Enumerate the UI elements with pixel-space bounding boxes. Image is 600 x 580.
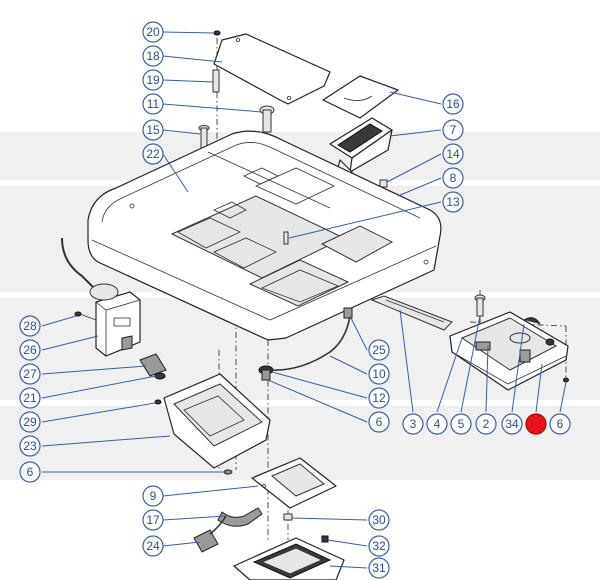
callout-label: 32 xyxy=(372,539,386,553)
callout-label: 18 xyxy=(146,49,160,63)
main-housing xyxy=(87,130,442,341)
part-23-tray xyxy=(163,373,271,475)
callout-24[interactable]: 24 xyxy=(142,535,164,557)
callout-label: 20 xyxy=(146,25,160,39)
callout-label: 7 xyxy=(450,123,457,137)
callout-label: 10 xyxy=(372,367,386,381)
callout-29[interactable]: 29 xyxy=(19,411,41,433)
callout-label: 17 xyxy=(146,513,160,527)
callout-label: 6 xyxy=(376,415,383,429)
callout-label: 5 xyxy=(458,417,465,431)
callout-25[interactable]: 25 xyxy=(368,339,390,361)
callout-19[interactable]: 19 xyxy=(142,69,164,91)
callout-20[interactable]: 20 xyxy=(142,21,164,43)
part-16-panel xyxy=(322,75,399,119)
callout-label: 8 xyxy=(450,171,457,185)
part-26-control-box xyxy=(89,283,141,357)
part-19-pin xyxy=(212,69,220,93)
callout-12[interactable]: 12 xyxy=(368,387,390,409)
callout-1-highlighted[interactable]: 1 xyxy=(525,413,547,435)
callout-10[interactable]: 10 xyxy=(368,363,390,385)
callout-label: 11 xyxy=(147,97,160,111)
callout-label: 6 xyxy=(27,465,34,479)
callout-label: 12 xyxy=(372,391,386,405)
callout-4[interactable]: 4 xyxy=(426,413,448,435)
callout-27[interactable]: 27 xyxy=(19,363,41,385)
callout-28[interactable]: 28 xyxy=(19,315,41,337)
part-25-wiring xyxy=(267,307,353,371)
callout-11[interactable]: 11 xyxy=(142,93,164,115)
callout-6-right[interactable]: 6 xyxy=(549,413,571,435)
callout-23[interactable]: 23 xyxy=(19,435,41,457)
callout-label: 15 xyxy=(146,123,160,137)
callout-6-left[interactable]: 6 xyxy=(19,461,41,483)
callout-34[interactable]: 34 xyxy=(501,413,523,435)
part-9-panel xyxy=(251,457,337,509)
callout-label: 21 xyxy=(23,391,37,405)
callout-label: 23 xyxy=(23,439,37,453)
part-12-connector xyxy=(258,365,274,381)
callout-label: 14 xyxy=(446,147,460,161)
callout-3[interactable]: 3 xyxy=(402,413,424,435)
callouts: 20 18 19 11 15 22 16 7 xyxy=(19,21,571,579)
leader-lines xyxy=(41,31,567,569)
callout-label: 6 xyxy=(557,417,564,431)
callout-18[interactable]: 18 xyxy=(142,45,164,67)
callout-9[interactable]: 9 xyxy=(142,485,164,507)
callout-label: 24 xyxy=(146,539,160,553)
callout-13[interactable]: 13 xyxy=(442,191,464,213)
callout-14[interactable]: 14 xyxy=(442,143,464,165)
callout-6-center[interactable]: 6 xyxy=(368,411,390,433)
part-32-spacer xyxy=(321,535,329,543)
part-20-screw xyxy=(213,30,221,36)
callout-15[interactable]: 15 xyxy=(142,119,164,141)
callout-21[interactable]: 21 xyxy=(19,387,41,409)
callout-17[interactable]: 17 xyxy=(142,509,164,531)
callout-label: 4 xyxy=(434,417,441,431)
callout-label: 25 xyxy=(372,343,386,357)
callout-label: 19 xyxy=(146,73,160,87)
part-11-knob xyxy=(259,105,275,133)
callout-label: 30 xyxy=(372,513,386,527)
part-13-pin xyxy=(283,231,289,245)
callout-label: 29 xyxy=(23,415,37,429)
callout-2[interactable]: 2 xyxy=(475,413,497,435)
part-31-bottom-tray xyxy=(233,537,345,580)
part-18-cover-plate xyxy=(213,33,331,105)
callout-label: 16 xyxy=(446,97,460,111)
callout-label: 2 xyxy=(483,417,490,431)
callout-22[interactable]: 22 xyxy=(142,143,164,165)
callout-label: 27 xyxy=(23,367,37,381)
callout-label: 26 xyxy=(23,343,37,357)
part-30-spacer xyxy=(283,513,293,521)
callout-label: 1 xyxy=(533,417,540,431)
callout-30[interactable]: 30 xyxy=(368,509,390,531)
callout-31[interactable]: 31 xyxy=(368,557,390,579)
callout-label: 22 xyxy=(146,147,160,161)
callout-label: 9 xyxy=(150,489,157,503)
callout-label: 28 xyxy=(23,319,37,333)
part-14-clip xyxy=(379,179,388,188)
part-29-grommet xyxy=(154,399,162,405)
part-24-connector xyxy=(193,515,227,553)
callout-8[interactable]: 8 xyxy=(442,167,464,189)
callout-label: 13 xyxy=(446,195,460,209)
callout-26[interactable]: 26 xyxy=(19,339,41,361)
callout-7[interactable]: 7 xyxy=(442,119,464,141)
callout-5[interactable]: 5 xyxy=(450,413,472,435)
callout-label: 3 xyxy=(410,417,417,431)
power-cable xyxy=(61,237,99,293)
callout-16[interactable]: 16 xyxy=(442,93,464,115)
part-28-screw xyxy=(74,311,97,321)
circuit-board-assembly xyxy=(449,294,569,391)
part-17-cable xyxy=(217,507,263,527)
callout-label: 31 xyxy=(372,561,386,575)
part-3-sensor-strip xyxy=(370,295,453,331)
callout-label: 34 xyxy=(505,417,519,431)
callout-32[interactable]: 32 xyxy=(368,535,390,557)
